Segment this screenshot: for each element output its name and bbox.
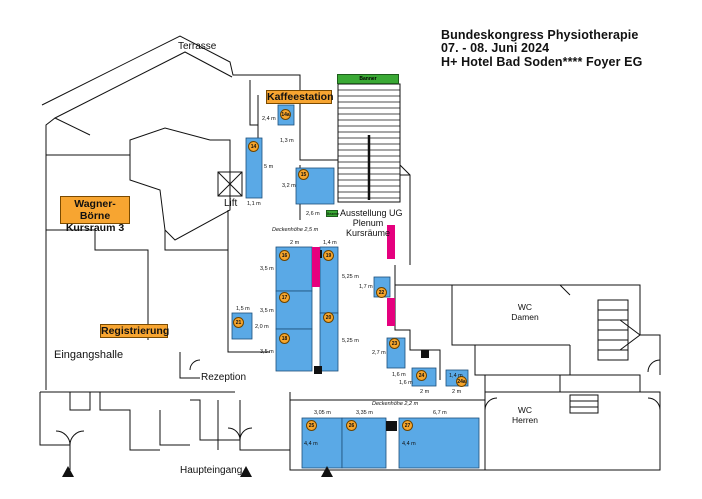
- dim-15-height: 3,2 m: [282, 183, 296, 189]
- dim-16-width: 2 m: [290, 240, 300, 246]
- dim-14a-height: 2,4 m: [262, 116, 276, 122]
- dim-24-height: 1,6 m: [399, 380, 413, 386]
- terrasse-wall: [41, 35, 301, 160]
- event-venue: H+ Hotel Bad Soden**** Foyer EG: [441, 55, 643, 69]
- dim-23-height: 2,7 m: [372, 350, 386, 356]
- booth-number-21: 21: [233, 317, 244, 328]
- dim-20-height: 5,25 m: [342, 338, 359, 344]
- booth-number-27: 27: [402, 420, 413, 431]
- entrance-arrow-mid: [240, 466, 252, 477]
- dim-19-height: 5,25 m: [342, 274, 359, 280]
- booth-number-14: 14: [248, 141, 259, 152]
- ausstellung-label: Ausstellung UG Plenum Kursräume: [340, 208, 403, 238]
- beamer-sign: Beamer: [326, 210, 340, 217]
- dim-24a-height: 1,4 m: [449, 373, 463, 379]
- ceiling-height-bottom: Deckenhöhe 2,2 m: [372, 401, 419, 407]
- wagner-boerne-label: Wagner-Börne Kursraum 3: [60, 196, 130, 234]
- booth-number-25: 25: [306, 420, 317, 431]
- registrierung-label: Registrierung: [100, 324, 170, 338]
- booth-number-22: 22: [376, 287, 387, 298]
- dim-21-width: 1,5 m: [236, 306, 250, 312]
- booth-number-19: 19: [323, 250, 334, 261]
- dim-19-width: 1,4 m: [323, 240, 337, 246]
- dim-25-height: 4,4 m: [304, 441, 318, 447]
- dim-18-height: 3,5 m: [260, 349, 274, 355]
- booth-14: [245, 137, 263, 199]
- booth-number-16: 16: [279, 250, 290, 261]
- event-dates: 07. - 08. Juni 2024: [441, 41, 550, 55]
- dim-25-width: 3,05 m: [314, 410, 331, 416]
- lift-shaft: [217, 171, 243, 197]
- dim-27-width: 6,7 m: [433, 410, 447, 416]
- entrance-arrow-left: [62, 466, 74, 477]
- dim-24a-width: 2 m: [452, 389, 462, 395]
- main-staircase: [337, 83, 401, 203]
- dim-26-width: 3,35 m: [356, 410, 373, 416]
- booth-number-24a: 24a: [456, 376, 467, 387]
- pink-wall: [312, 247, 320, 287]
- booth-number-23: 23: [389, 338, 400, 349]
- dim-27-height: 4,4 m: [402, 441, 416, 447]
- entrance-arrow-right: [321, 466, 333, 477]
- dim-14-height: 5 m: [264, 164, 274, 170]
- booth-number-20: 20: [323, 312, 334, 323]
- lift-label: Lift: [224, 198, 238, 209]
- dim-14-width: 1,1 m: [247, 201, 261, 207]
- wc-damen-label: WC Damen: [511, 302, 539, 322]
- dim-15-width: 2,6 m: [306, 211, 320, 217]
- dim-16-height: 3,5 m: [260, 266, 274, 272]
- booth-number-24: 24: [416, 370, 427, 381]
- rezeption-label: Rezeption: [201, 372, 247, 383]
- dim-22-height: 1,7 m: [359, 284, 373, 290]
- dim-17-height: 3,5 m: [260, 308, 274, 314]
- booth-number-15: 15: [298, 169, 309, 180]
- booth-number-26: 26: [346, 420, 357, 431]
- dim-14a-width: 1,3 m: [280, 138, 294, 144]
- wc-herren-label: WC Herren: [512, 405, 538, 425]
- booth-number-14a: 14a: [280, 109, 291, 120]
- banner-sign: Banner: [337, 74, 399, 84]
- ceiling-height-top: Deckenhöhe 2,5 m: [272, 227, 319, 233]
- dim-21-height: 2,0 m: [255, 324, 269, 330]
- haupteingang-label: Haupteingang: [180, 465, 243, 476]
- booth-number-18: 18: [279, 333, 290, 344]
- kaffeestation-label: Kaffeestation: [266, 90, 334, 104]
- dim-23-width: 1,6 m: [392, 372, 406, 378]
- eingangshalle-label: Eingangshalle: [54, 349, 124, 361]
- booth-number-17: 17: [279, 292, 290, 303]
- event-title: Bundeskongress Physiotherapie: [441, 28, 639, 42]
- terrasse-label: Terrasse: [178, 41, 217, 52]
- dim-24-width: 2 m: [420, 389, 430, 395]
